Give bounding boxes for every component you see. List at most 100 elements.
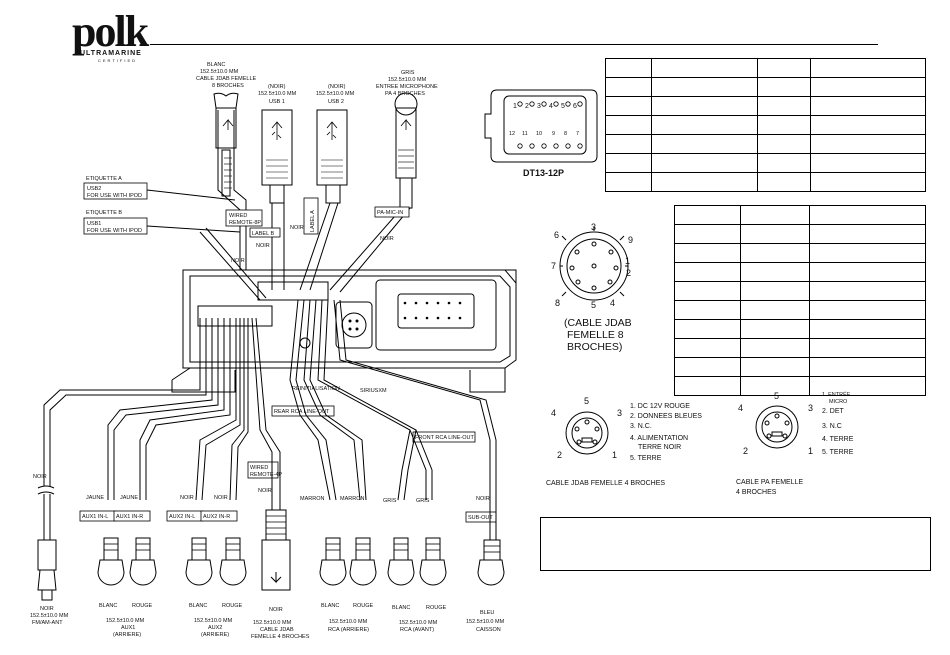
usb1-dim: 152.5±10.0 MM [258, 91, 297, 97]
gris-1: GRIS [383, 498, 397, 504]
marron-2: MARRON [340, 496, 364, 502]
jaune-2: JAUNE [120, 495, 138, 501]
wire-aux1-r [139, 318, 231, 500]
pa-mic: PA-MIC-IN [377, 210, 403, 216]
rca-front-plugs [387, 537, 447, 586]
noir-2: NOIR [256, 243, 270, 249]
jdab4-legend-3: 3. N.C. [630, 423, 652, 430]
aux2-name: AUX2 [208, 625, 222, 631]
dt13-pin-3: 3 [537, 103, 541, 110]
rca-front-left: BLANC [392, 605, 410, 611]
din8-pin-8: 8 [555, 298, 560, 308]
aux1-r-tag: AUX1 IN-R [116, 514, 143, 520]
aux2-r-tag: AUX2 IN-R [203, 514, 230, 520]
aux2-dim: 152.5±10.0 MM [194, 618, 233, 624]
label-b: LABEL B [252, 231, 274, 237]
remote4-name: CABLE JDAB [260, 627, 294, 633]
remote4-detail: FEMELLE 4 BROCHES [251, 634, 310, 640]
aux1-detail: (ARRIERE) [113, 632, 141, 638]
aux1-left: BLANC [99, 603, 117, 609]
rca-front-dim: 152.5±10.0 MM [399, 620, 438, 626]
aux1-dim: 152.5±10.0 MM [106, 618, 145, 624]
pa4-legend-5: 4. TERRE [822, 436, 854, 443]
dt13-pin-4: 4 [549, 103, 553, 110]
jdab4-pin-1: 1 [612, 450, 617, 460]
mic-plug [395, 107, 417, 179]
din8-caption-1: (CABLE JDAB [564, 317, 632, 329]
ant-name: FM/AM-ANT [32, 620, 63, 626]
din8-pin-5: 5 [591, 300, 596, 310]
pa4-legend-3: 2. DET [822, 408, 845, 415]
wired-bp-2: REMOTE-8P [229, 220, 261, 226]
pa4-pin-3: 3 [808, 403, 813, 413]
dt13-connector [484, 89, 598, 163]
noir-remote: NOIR [258, 488, 272, 494]
dt13-pinout-table [605, 58, 926, 192]
dt13-pin-7: 7 [576, 131, 579, 137]
antenna-plug [37, 539, 57, 601]
usb1-plug [261, 109, 293, 186]
aux1-name: AUX1 [121, 625, 135, 631]
jdab4-legend-6: 5. TERRE [630, 455, 662, 462]
usb2-color: (NOIR) [328, 84, 346, 90]
siriusxm-port [335, 301, 373, 349]
rca-rear-plugs [319, 537, 377, 586]
jdab4-connector [565, 411, 609, 455]
wire-aux1-l [107, 318, 219, 500]
usb2-plug [316, 109, 348, 186]
ant-color: NOIR [40, 606, 54, 612]
jdab4-pin-5: 5 [584, 396, 589, 406]
mic-color: GRIS [401, 70, 415, 76]
wire-rca-front-r [409, 429, 433, 500]
head-unit-body [182, 269, 517, 369]
dt13-pin-6: 6 [573, 103, 577, 110]
reset-label: REINITIALISATION [292, 386, 340, 392]
sub-plug [477, 539, 505, 586]
siriusxm-label: SIRIUSXM [360, 388, 387, 394]
jdab4-legend-5: TERRE NOIR [638, 444, 681, 451]
pa4-legend-2: MICRO [829, 399, 848, 405]
noir-sub: NOIR [476, 496, 490, 502]
pa4-connector [755, 405, 799, 449]
pa4-legend-6: 5. TERRE [822, 449, 854, 456]
noir-ant: NOIR [33, 474, 47, 480]
ant-dim: 152.5±10.0 MM [30, 613, 69, 619]
usb2-name: USB 2 [328, 99, 344, 105]
pa4-pin-4: 4 [738, 403, 743, 413]
dt13-port [375, 279, 497, 351]
jdab4-pin-2: 2 [557, 450, 562, 460]
etiq-a: ETIQUETTE A [86, 176, 122, 182]
aux2-l-tag: AUX2 IN-L [169, 514, 195, 520]
din8-connector [559, 227, 629, 301]
logo-line: ULTRAMARINE [80, 50, 142, 57]
dt13-pin-11: 11 [522, 131, 528, 137]
jdab4-pin-4: 4 [551, 408, 556, 418]
din8-pin-3: 3 [591, 222, 596, 232]
dt13-pin-5: 5 [561, 103, 565, 110]
wire-antenna [43, 318, 207, 540]
rca-front-right: ROUGE [426, 605, 447, 611]
pa4-caption-1: CABLE PA FEMELLE [736, 479, 804, 486]
jdab4-legend-1: 1. DC 12V ROUGE [630, 403, 690, 410]
etiq-b: ETIQUETTE B [86, 210, 122, 216]
sub-dim: 152.5±10.0 MM [466, 619, 505, 625]
pa4-legend-4: 3. N.C [822, 423, 842, 430]
din8-pin-1: 1 [625, 256, 630, 266]
noir-3: NOIR [231, 258, 245, 264]
remote4-dim: 152.5±10.0 MM [253, 620, 292, 626]
usb2-tag: USB2 [87, 186, 101, 192]
dt13-pin-12: 12 [509, 131, 515, 137]
marron-1: MARRON [300, 496, 324, 502]
usb2-for: FOR USE WITH IPOD [87, 193, 142, 199]
reset-button [299, 337, 311, 349]
din8-pin-6: 6 [554, 230, 559, 240]
dt13-pin-2: 2 [525, 103, 529, 110]
din8-pin-4: 4 [610, 298, 615, 308]
rear-rca-label: REAR RCA LINE-OUT [274, 409, 330, 415]
jdab4-caption: CABLE JDAB FEMELLE 4 BROCHES [546, 480, 665, 487]
aux2-left: BLANC [189, 603, 207, 609]
din8-pin-7: 7 [551, 261, 556, 271]
remote4-plug [261, 509, 291, 591]
logo-cert: CERTIFIED [98, 58, 138, 63]
